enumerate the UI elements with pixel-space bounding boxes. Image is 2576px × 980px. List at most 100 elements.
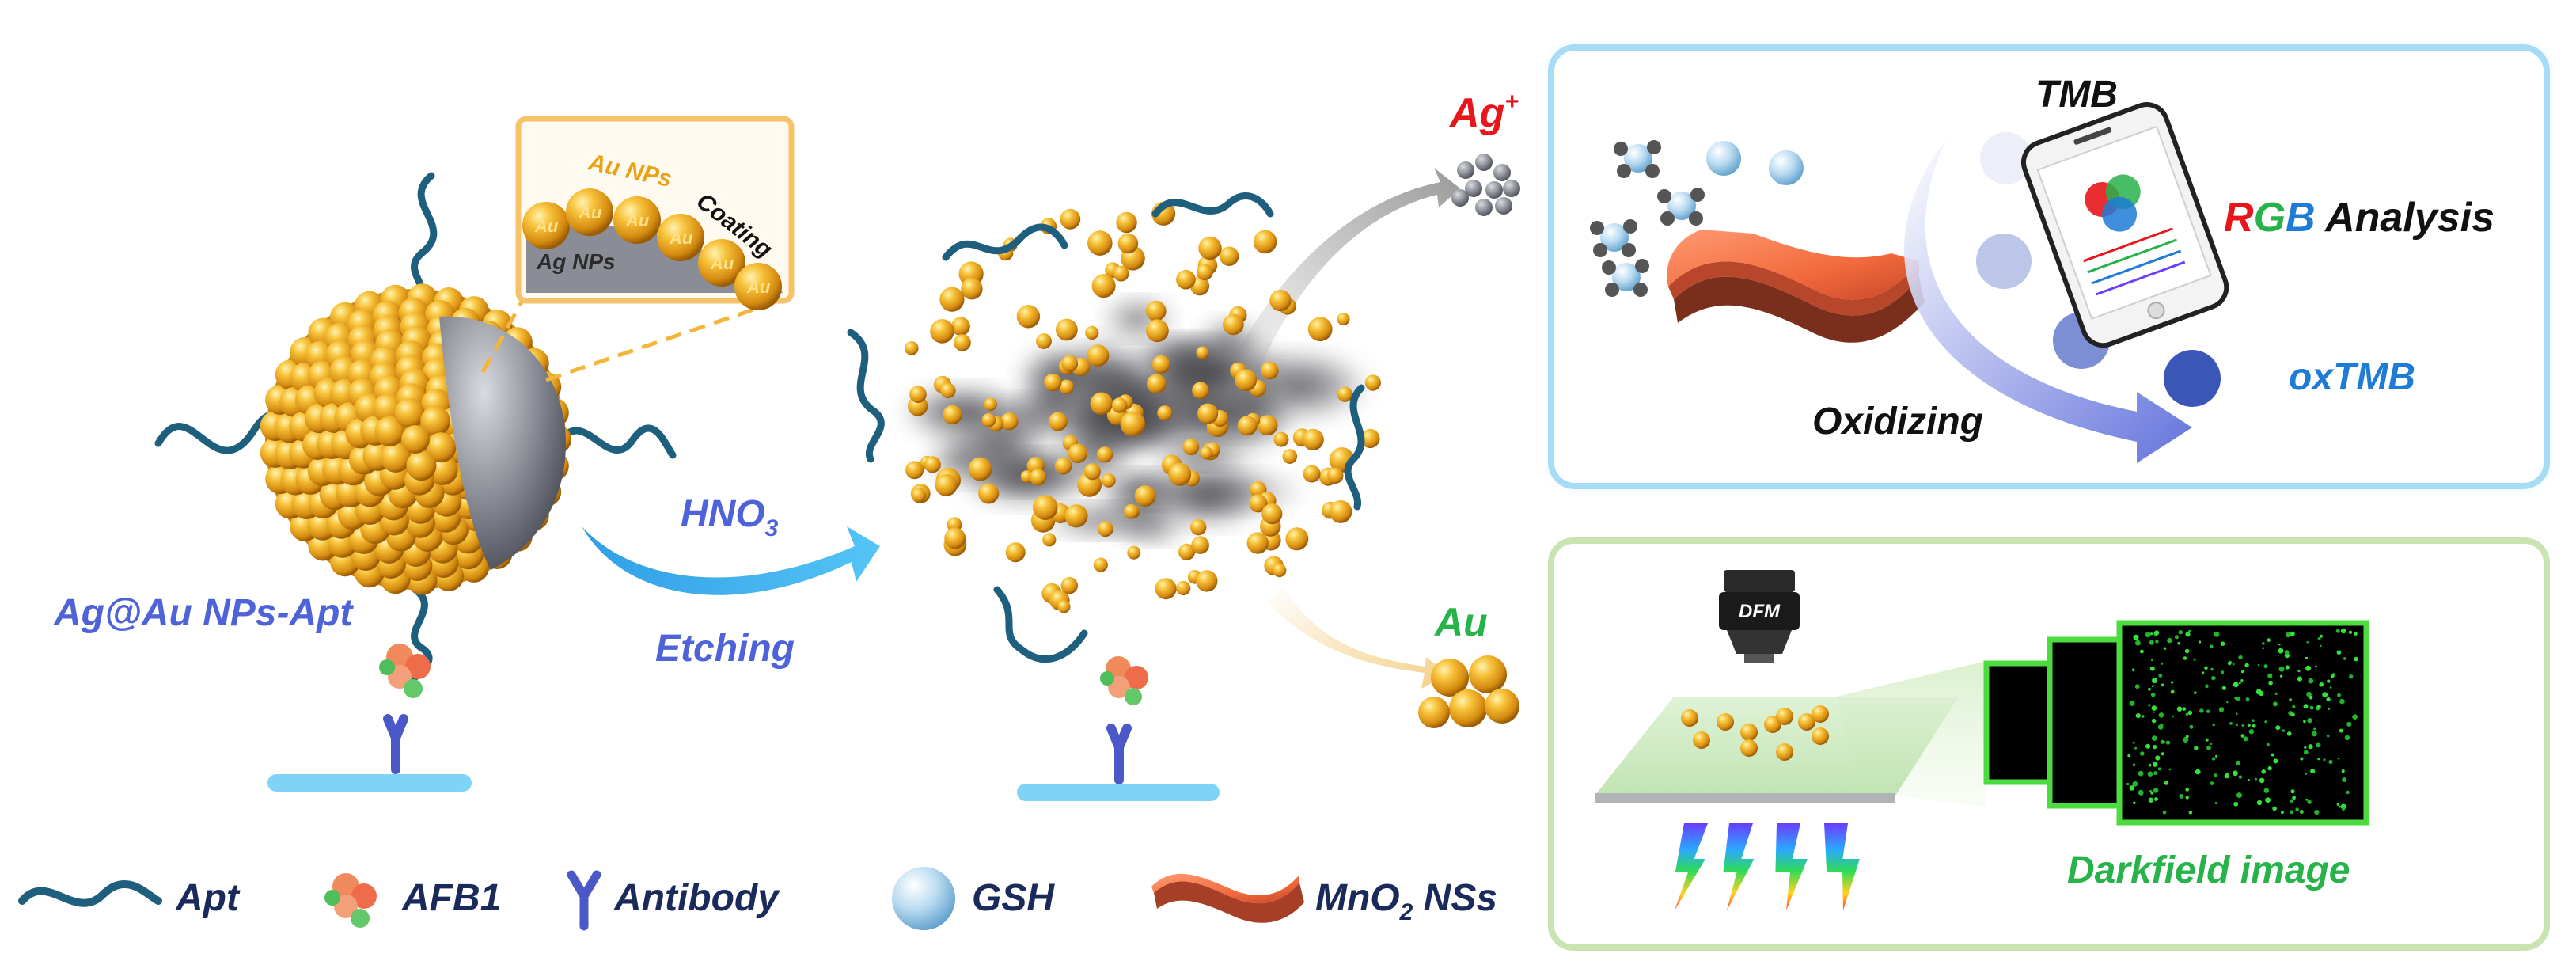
light-rays <box>1675 823 1860 910</box>
darkfield-spot <box>2212 676 2216 680</box>
au-particle <box>1036 333 1052 349</box>
darkfield-spot <box>2290 712 2295 717</box>
oxtmb-label: oxTMB <box>2289 356 2415 398</box>
darkfield-spot <box>2233 770 2238 777</box>
darkfield-spot <box>2158 712 2164 718</box>
au-particle <box>1085 325 1099 340</box>
au-particle <box>1093 557 1108 572</box>
au-particle <box>1237 416 1258 436</box>
dfm-label: DFM <box>1739 601 1781 622</box>
darkfield-spot <box>2202 671 2205 674</box>
darkfield-spot <box>2244 663 2249 668</box>
darkfield-spot <box>2315 665 2317 668</box>
darkfield-spot <box>2152 685 2154 687</box>
darkfield-spot <box>2149 640 2154 645</box>
darkfield-spot <box>2174 635 2179 640</box>
darkfield-spot <box>2218 707 2225 712</box>
darkfield-spot <box>2221 686 2227 690</box>
au-particle <box>1192 382 1209 400</box>
darkfield-spot <box>2337 693 2341 697</box>
darkfield-spot <box>2303 750 2309 755</box>
darkfield-spot <box>2286 632 2291 638</box>
darkfield-spot <box>2185 712 2189 716</box>
darkfield-spot <box>2290 810 2293 815</box>
darkfield-spot <box>2215 754 2218 758</box>
darkfield-spot <box>2328 708 2330 710</box>
darkfield-spot <box>2261 769 2266 774</box>
darkfield-label: Darkfield image <box>2067 849 2350 891</box>
darkfield-spot <box>2161 683 2164 687</box>
darkfield-spot <box>2278 648 2284 654</box>
darkfield-spot <box>2284 650 2290 655</box>
ag-ion-sphere <box>1475 154 1493 171</box>
au-particle <box>939 287 965 312</box>
darkfield-spot <box>2309 705 2314 710</box>
etching-arrow: HNO3 Etching <box>582 493 880 670</box>
au-particle <box>1302 428 1324 451</box>
au-particle <box>981 413 996 427</box>
au-particle <box>968 457 992 481</box>
darkfield-spot <box>2210 743 2213 745</box>
au-particle <box>1116 211 1137 234</box>
darkfield-spot <box>2308 678 2314 684</box>
darkfield-spots <box>2126 628 2358 815</box>
darkfield-spot <box>2339 728 2343 733</box>
darkfield-spot <box>2210 781 2214 785</box>
light-ray <box>1675 823 1708 910</box>
darkfield-spot <box>2188 811 2193 815</box>
color-dot-4 <box>2164 350 2221 407</box>
au-particle <box>1146 319 1169 343</box>
darkfield-spot <box>2238 682 2241 685</box>
au-particle <box>1200 446 1213 460</box>
mno2-sheet <box>1667 230 1925 343</box>
darkfield-spot <box>2161 752 2164 756</box>
au-particle <box>1016 305 1041 329</box>
darkfield-spot <box>2150 692 2156 697</box>
smoke-puff <box>1111 512 1191 546</box>
darkfield-spot <box>2236 760 2241 765</box>
au-particle <box>1273 563 1287 578</box>
darkfield-spot <box>2317 758 2320 761</box>
tmb-atom <box>1633 283 1648 297</box>
darkfield-spot <box>2272 701 2278 707</box>
darkfield-spot <box>2168 768 2172 771</box>
au-particle <box>1198 236 1222 260</box>
color-dot-2 <box>1976 234 2032 289</box>
darkfield-spot <box>2126 782 2130 786</box>
smoke-puff <box>1196 316 1265 369</box>
darkfield-spot <box>2205 738 2209 742</box>
inset-connector-top <box>480 299 525 374</box>
au-particle <box>911 488 927 503</box>
darkfield-spot <box>2241 724 2244 727</box>
au-shell-ball <box>394 397 425 428</box>
au-particle <box>1083 463 1101 481</box>
darkfield-spot <box>2245 697 2250 701</box>
au-particle <box>1087 230 1113 256</box>
darkfield-spot <box>2342 807 2346 811</box>
darkfield-spot <box>2178 630 2183 635</box>
au-particle <box>1147 374 1167 394</box>
apt-strand-right <box>558 424 677 459</box>
darkfield-spot <box>2290 799 2293 803</box>
darkfield-spot <box>2272 806 2277 811</box>
ag-ion-sphere <box>1495 197 1512 215</box>
au-particle <box>1005 542 1026 563</box>
scattered-au-particles <box>905 201 1381 613</box>
darkfield-spot <box>2229 722 2233 725</box>
slide-particle <box>1740 724 1758 741</box>
darkfield-spot <box>2234 696 2238 700</box>
au-particle <box>1182 439 1200 455</box>
darkfield-spot <box>2193 691 2197 695</box>
antibody-probe <box>383 714 408 774</box>
darkfield-spot <box>2267 765 2272 771</box>
au-particle <box>1054 457 1072 475</box>
darkfield-spot <box>2354 632 2358 636</box>
darkfield-spot <box>2312 731 2317 737</box>
legend-label-afb1: AFB1 <box>401 877 501 919</box>
au-particle <box>1151 355 1170 374</box>
darkfield-spot <box>2206 745 2211 750</box>
darkfield-spot <box>2248 729 2255 735</box>
etching-label: Etching <box>655 628 795 670</box>
au-shell-ball <box>406 450 437 481</box>
inset-au-ball <box>657 214 704 261</box>
